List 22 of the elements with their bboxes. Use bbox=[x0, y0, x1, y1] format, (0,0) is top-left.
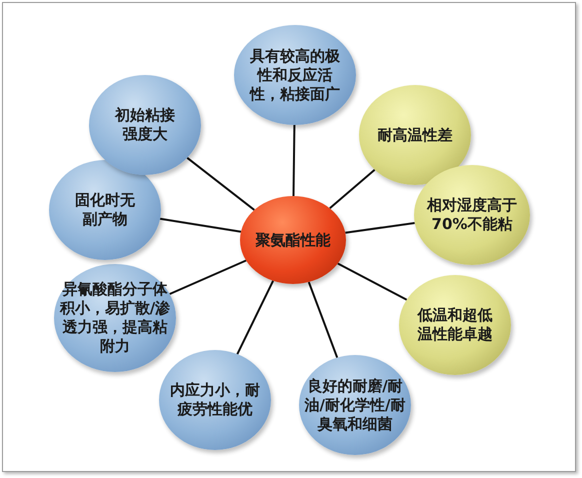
connector-line bbox=[169, 260, 246, 295]
topic-circle bbox=[159, 350, 271, 450]
circle-label: 具有较高的极性和反应活性，粘接面广 bbox=[249, 46, 341, 104]
circle-label: 低温和超低温性能卓越 bbox=[416, 306, 494, 344]
circle-label: 固化时无副产物 bbox=[74, 191, 136, 229]
connector-line bbox=[308, 282, 338, 358]
connector-line bbox=[160, 218, 242, 233]
connector-line bbox=[186, 157, 255, 211]
connector-line bbox=[236, 280, 274, 355]
circle-label: 异氰酸酯分子体积小，易扩散/渗透力强，提高粘附力 bbox=[58, 280, 172, 356]
connector-line bbox=[337, 262, 408, 301]
connector-line bbox=[345, 222, 415, 234]
circle-label: 聚氨酯性能 bbox=[254, 230, 332, 250]
connector-line bbox=[292, 124, 296, 196]
circle-label: 内应力小，耐疲劳性能优 bbox=[169, 381, 261, 419]
circle-label: 良好的耐磨/耐油/耐化学性/耐臭氧和细菌 bbox=[304, 376, 406, 434]
center-circle bbox=[240, 196, 346, 284]
connector-line bbox=[329, 168, 376, 210]
circle-label: 相对湿度高于70%不能粘 bbox=[426, 196, 518, 234]
circle-label: 初始粘接强度大 bbox=[114, 106, 176, 144]
topic-circle bbox=[399, 275, 511, 375]
circle-label: 耐高温性差 bbox=[376, 126, 454, 144]
